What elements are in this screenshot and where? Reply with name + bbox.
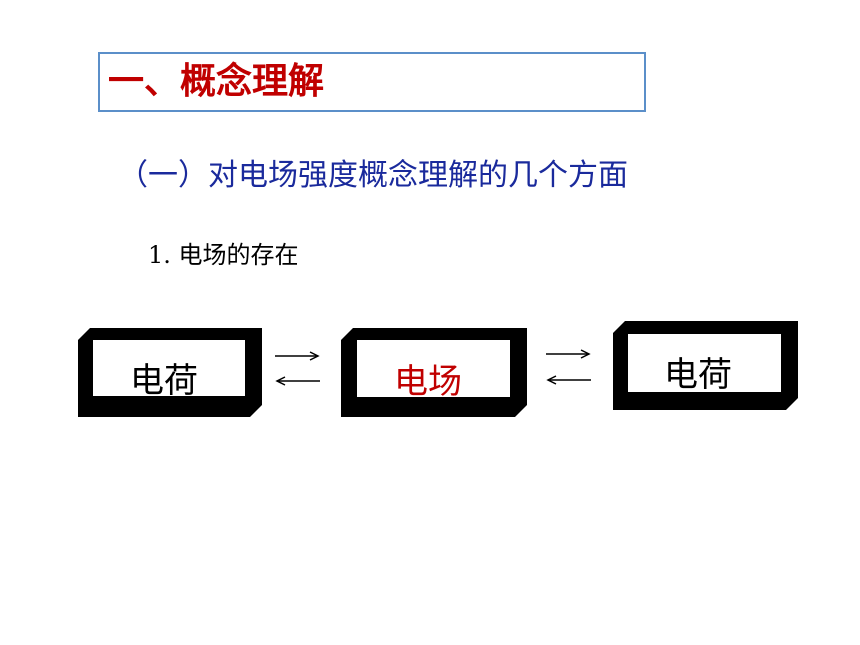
box-middle: 电场	[341, 328, 527, 417]
arrow-right-1-head	[309, 351, 320, 361]
box-left-frame	[78, 328, 262, 417]
box-middle-label: 电场	[394, 362, 462, 402]
arrow-left-1-head	[275, 376, 286, 386]
heading-box: 一、概念理解	[98, 52, 646, 112]
arrow-right-2-head	[580, 349, 591, 359]
box-left-inner	[93, 340, 245, 396]
page-title: 一、概念理解	[108, 61, 325, 102]
box-right-inner	[628, 334, 781, 392]
section-subtitle: （一）对电场强度概念理解的几个方面	[118, 158, 628, 193]
list-item-1: 1. 电场的存在	[148, 241, 299, 269]
box-left: 电荷	[78, 328, 262, 417]
box-middle-inner	[357, 340, 510, 397]
box-right-frame	[613, 321, 798, 410]
arrows-left-middle	[275, 351, 320, 386]
box-right: 电荷	[613, 321, 798, 410]
box-right-label: 电荷	[664, 355, 732, 395]
arrows-middle-right	[546, 349, 591, 385]
box-middle-frame	[341, 328, 527, 417]
arrow-left-2-head	[546, 375, 557, 385]
box-left-label: 电荷	[130, 361, 198, 401]
